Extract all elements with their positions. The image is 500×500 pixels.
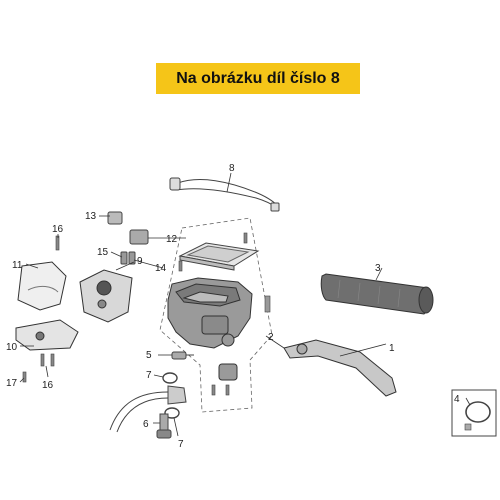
part-label-11: 11	[12, 260, 23, 271]
cover-screw	[178, 260, 183, 272]
washer	[164, 407, 180, 419]
master-cylinder	[167, 277, 253, 349]
screw	[50, 353, 55, 367]
clamp-bolt	[211, 384, 216, 396]
assembly-boundary	[159, 217, 273, 413]
switch-cover-lower	[15, 319, 79, 351]
part-label-12: 12	[166, 234, 178, 245]
part-label-4: 4	[454, 394, 460, 405]
part-label-7b: 7	[178, 439, 184, 450]
screw	[22, 371, 27, 383]
part-label-5: 5	[146, 350, 152, 361]
part-label-8: 8	[229, 163, 235, 174]
switch-housing	[79, 269, 133, 323]
part-label-15: 15	[97, 247, 109, 258]
title-text: Na obrázku díl číslo 8	[176, 69, 340, 87]
part-label-16b: 16	[42, 380, 54, 391]
part-label-14: 14	[155, 263, 167, 274]
part-labels: 1 2 3 4 5 6 7 7 8 9 10 11 12 13 14 15 16…	[6, 163, 460, 450]
part-label-1: 1	[389, 343, 395, 354]
part-label-7a: 7	[146, 370, 152, 381]
part-label-16a: 16	[52, 224, 64, 235]
brake-hose	[109, 385, 187, 433]
pivot-bolt	[264, 295, 271, 313]
clamp-detail-box	[451, 389, 497, 437]
switch-cover-upper	[17, 261, 67, 311]
part-label-10: 10	[6, 342, 18, 353]
switch-pin	[128, 251, 136, 265]
part-label-17: 17	[6, 378, 18, 389]
brake-light-switch	[171, 351, 194, 360]
cover-screw	[243, 232, 248, 244]
title-banner: Na obrázku díl číslo 8	[156, 63, 360, 94]
switch-connector	[107, 211, 123, 225]
part-label-13: 13	[85, 211, 97, 222]
mounting-clamp	[218, 363, 238, 381]
reservoir-cover	[178, 242, 260, 271]
switch-connector	[129, 229, 149, 245]
part-label-6: 6	[143, 419, 149, 430]
leader-lines	[19, 172, 471, 437]
part-label-9: 9	[137, 256, 143, 267]
washer	[162, 372, 178, 384]
handlebar-grip	[320, 273, 434, 315]
wiring-harness	[169, 177, 280, 212]
part-label-3: 3	[375, 263, 381, 274]
clamp-bolt	[225, 384, 230, 396]
banjo-bolt	[156, 413, 172, 439]
part-label-2: 2	[268, 332, 274, 343]
switch-pin	[120, 251, 128, 265]
brake-lever	[283, 339, 397, 397]
screw	[55, 235, 60, 251]
screw	[40, 353, 45, 367]
